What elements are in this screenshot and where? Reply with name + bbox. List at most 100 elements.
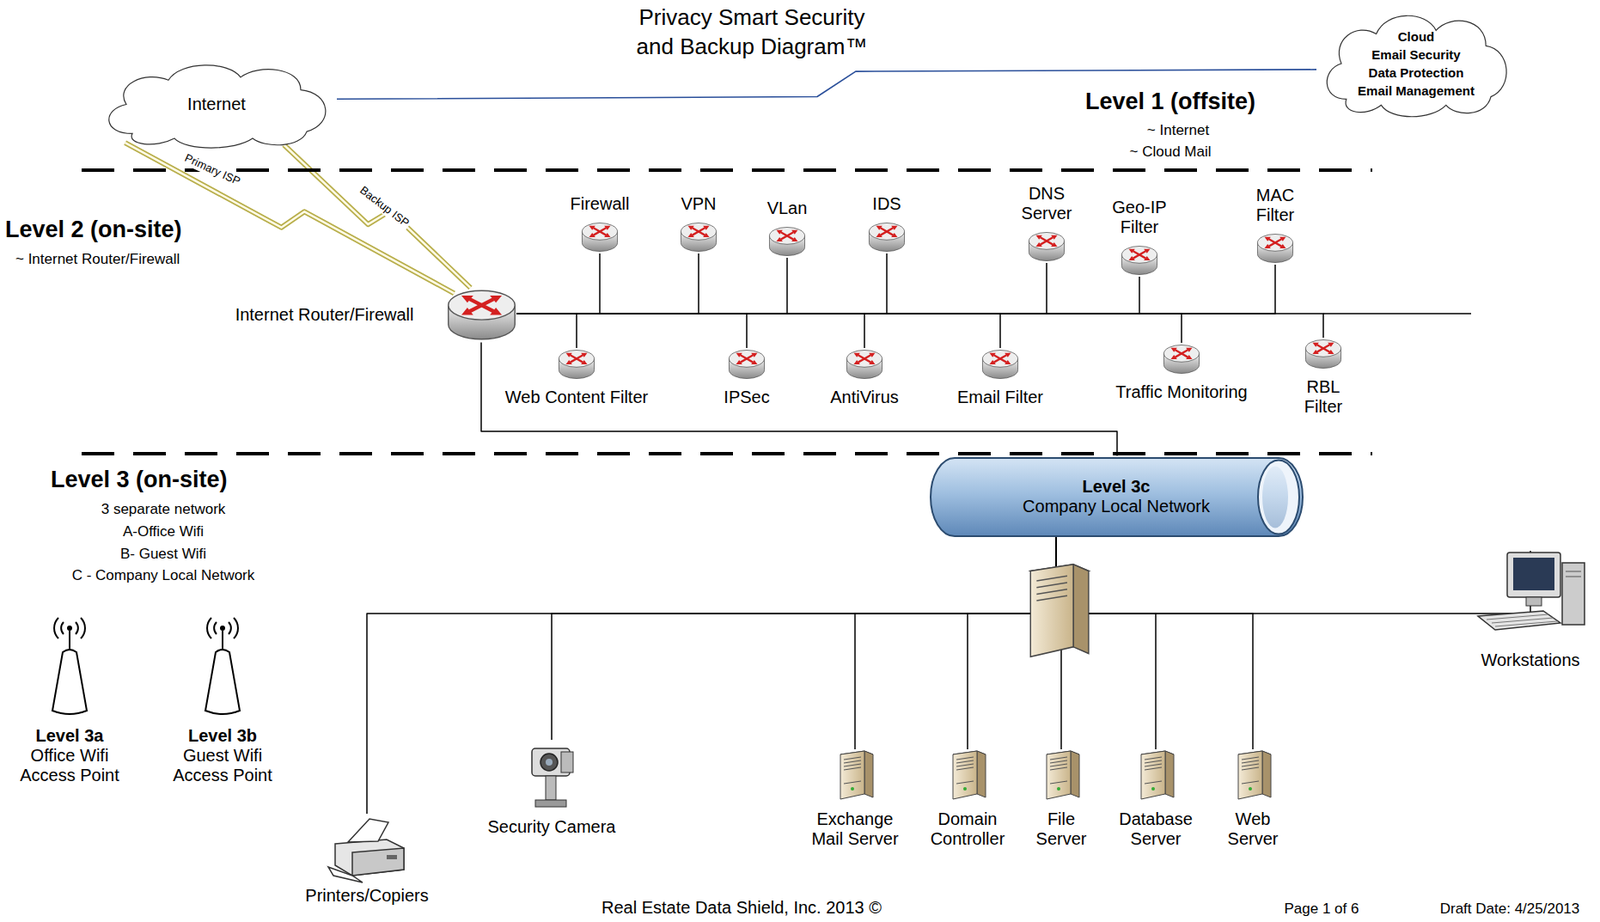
wifi-icon bbox=[196, 616, 249, 720]
connector-line bbox=[517, 276, 1141, 314]
icon-part bbox=[1513, 557, 1555, 591]
icon-part bbox=[469, 299, 494, 312]
device-label: Internet Router/Firewall bbox=[235, 305, 415, 325]
router-device: IDS bbox=[867, 220, 906, 254]
server-side bbox=[1073, 564, 1089, 654]
server-device: Domain Controller bbox=[946, 749, 990, 803]
router-device: AntiVirus bbox=[845, 348, 884, 381]
connector-line bbox=[854, 537, 1057, 751]
level-note: Page 1 of 6 bbox=[1284, 900, 1360, 918]
icon-part bbox=[219, 625, 226, 631]
work-device: Workstations bbox=[1474, 550, 1588, 644]
icon-part bbox=[977, 751, 986, 798]
node-text: Exchange Mail Server bbox=[806, 809, 905, 849]
icon-part bbox=[840, 751, 865, 800]
icon-part bbox=[566, 353, 588, 365]
network-cylinder: Level 3cCompany Local Network bbox=[928, 456, 1305, 538]
node-text: Web Server bbox=[1218, 809, 1288, 849]
device-label: Level 3bGuest Wifi Access Point bbox=[166, 726, 279, 786]
wifi-device: Level 3bGuest Wifi Access Point bbox=[196, 616, 249, 720]
printer-icon bbox=[326, 813, 409, 885]
icon-part bbox=[328, 867, 363, 883]
connector bbox=[517, 262, 1048, 314]
node-heading: Level 3a bbox=[13, 726, 126, 746]
icon-part bbox=[736, 353, 758, 365]
icon-part bbox=[386, 854, 397, 860]
icon-part bbox=[740, 354, 754, 362]
device-label: VLan bbox=[767, 198, 808, 219]
level-heading: Level 1 (offsite) bbox=[1085, 88, 1256, 116]
device-label: VPN bbox=[680, 194, 716, 214]
device-label: IDS bbox=[872, 194, 901, 214]
router-device: Traffic Monitoring bbox=[1162, 342, 1201, 376]
connector bbox=[551, 537, 1057, 741]
connector-line bbox=[481, 342, 1118, 457]
icon-part bbox=[781, 232, 794, 239]
node-text: Web Content Filter bbox=[505, 387, 648, 408]
device-label: Exchange Mail Server bbox=[806, 809, 905, 849]
level-note: B- Guest Wifi bbox=[120, 545, 207, 563]
icon-part bbox=[1258, 459, 1300, 534]
connector bbox=[517, 313, 866, 349]
node-heading: Level 3b bbox=[166, 726, 279, 746]
icon-part bbox=[994, 354, 1008, 362]
router-icon bbox=[1027, 230, 1066, 263]
node-text: Firewall bbox=[570, 194, 630, 214]
connector-line bbox=[283, 145, 471, 288]
node-text: Internet Router/Firewall bbox=[235, 305, 415, 325]
copyright-note: Real Estate Data Shield, Inc. 2013 © bbox=[601, 897, 882, 918]
icon-part bbox=[1305, 339, 1341, 357]
level-divider bbox=[81, 168, 1373, 172]
central-server-icon bbox=[1030, 564, 1089, 658]
connector-line bbox=[517, 313, 748, 349]
icon-part bbox=[589, 225, 611, 238]
icon-part bbox=[109, 64, 326, 147]
device-label: Workstations bbox=[1480, 650, 1580, 671]
router-icon bbox=[1162, 342, 1201, 376]
device-label: Geo-IP Filter bbox=[1105, 197, 1174, 238]
icon-part bbox=[1121, 245, 1157, 263]
icon-part bbox=[570, 354, 584, 362]
level-note: C - Company Local Network bbox=[72, 567, 256, 585]
router-icon bbox=[679, 220, 718, 254]
icon-part bbox=[1046, 751, 1071, 800]
icon-part bbox=[1269, 238, 1283, 246]
router-icon bbox=[768, 225, 807, 258]
icon-part bbox=[876, 225, 898, 238]
icon-part bbox=[864, 751, 874, 798]
connector-line bbox=[366, 537, 1057, 815]
icon-part bbox=[880, 227, 894, 235]
router-icon bbox=[580, 220, 619, 254]
router-device: VLan bbox=[768, 225, 807, 258]
icon-part bbox=[561, 751, 574, 773]
level-note: 3 separate network bbox=[101, 500, 226, 519]
connector-line bbox=[1056, 537, 1531, 615]
icon-part bbox=[1238, 751, 1263, 800]
icon-part bbox=[688, 225, 710, 238]
router-device: IPSec bbox=[727, 348, 766, 381]
level-note: Draft Date: 4/25/2013 bbox=[1440, 900, 1581, 918]
connector-line bbox=[517, 313, 1325, 338]
connector bbox=[517, 253, 888, 314]
connector-line bbox=[517, 313, 1002, 349]
router-device: Firewall bbox=[580, 220, 619, 254]
router-icon bbox=[445, 287, 518, 343]
connector-line bbox=[283, 145, 471, 288]
server-device: File Server bbox=[1039, 749, 1083, 803]
server-icon bbox=[833, 749, 877, 803]
connector-line bbox=[517, 253, 888, 314]
connector bbox=[481, 342, 1118, 457]
device-label: MAC Filter bbox=[1240, 185, 1310, 226]
icon-part bbox=[348, 818, 389, 843]
icon-part bbox=[221, 630, 224, 651]
server-device: Database Server bbox=[1134, 749, 1178, 803]
level-note: ~ Internet Router/Firewall bbox=[15, 250, 180, 269]
node-heading: Level 3c bbox=[1082, 476, 1151, 497]
camera-device: Security Camera bbox=[525, 739, 579, 811]
node-text: Guest Wifi Access Point bbox=[166, 745, 279, 786]
device-label: Domain Controller bbox=[924, 809, 1011, 849]
icon-part bbox=[1262, 465, 1289, 528]
router-icon bbox=[867, 220, 906, 254]
icon-part bbox=[1165, 751, 1174, 798]
icon-part bbox=[1056, 787, 1061, 791]
